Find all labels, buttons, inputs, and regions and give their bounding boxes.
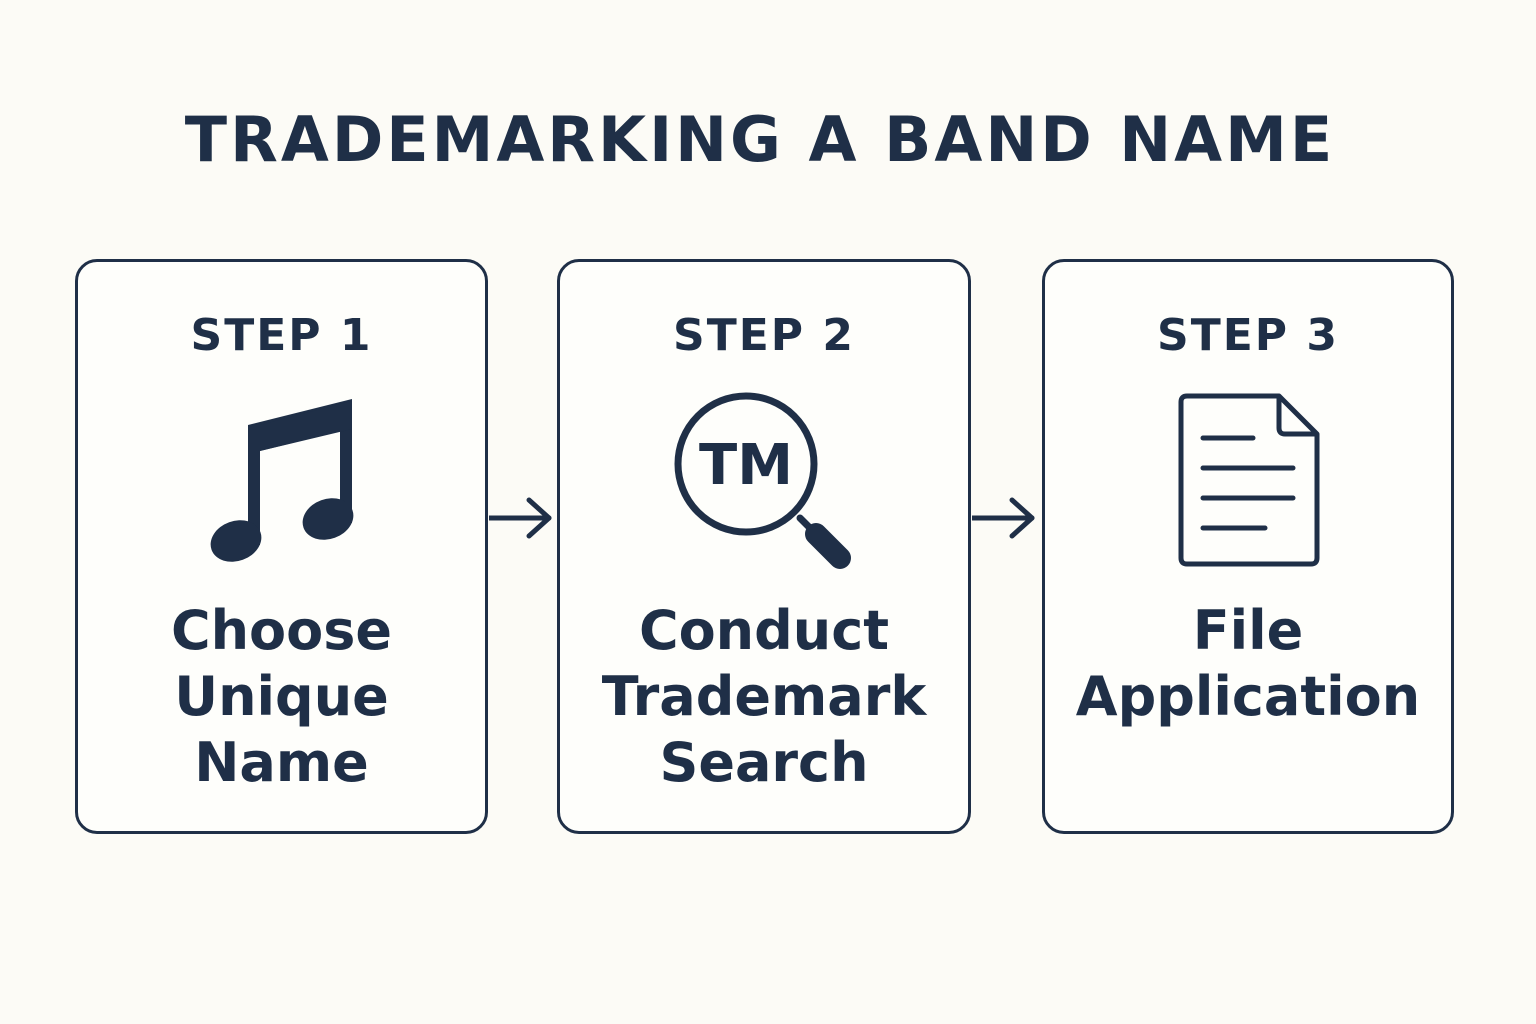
step-3-text-line: Application <box>1075 665 1421 728</box>
arrow-right-icon <box>972 497 1035 539</box>
step-2-text-line: Trademark <box>601 665 927 728</box>
music-note-icon <box>78 390 485 570</box>
step-2-text: Conduct Trademark Search <box>560 598 968 796</box>
trademark-symbol-text: TM <box>699 433 793 498</box>
step-1-label: STEP 1 <box>190 310 373 361</box>
step-2-text-line: Conduct <box>638 599 890 662</box>
step-3-text-line: File <box>1192 599 1304 662</box>
step-3-text: File Application <box>1045 598 1451 730</box>
step-1-text-line: Choose <box>170 599 393 662</box>
arrow-right-icon <box>489 497 552 539</box>
trademark-search-icon: TM <box>560 390 968 570</box>
step-1-text-line: Unique <box>174 665 389 728</box>
step-2-card: STEP 2 TM Conduct Trademark Search <box>557 259 971 834</box>
step-3-card: STEP 3 File Application <box>1042 259 1454 834</box>
step-1-card: STEP 1 Choose Unique Name <box>75 259 488 834</box>
step-2-label: STEP 2 <box>673 310 855 361</box>
step-1-text-line: Name <box>194 731 369 794</box>
document-icon <box>1045 390 1451 570</box>
step-1-text: Choose Unique Name <box>78 598 485 796</box>
step-3-label: STEP 3 <box>1157 310 1339 361</box>
step-2-text-line: Search <box>659 731 869 794</box>
diagram-title: TRADEMARKING A BAND NAME <box>184 103 1336 176</box>
